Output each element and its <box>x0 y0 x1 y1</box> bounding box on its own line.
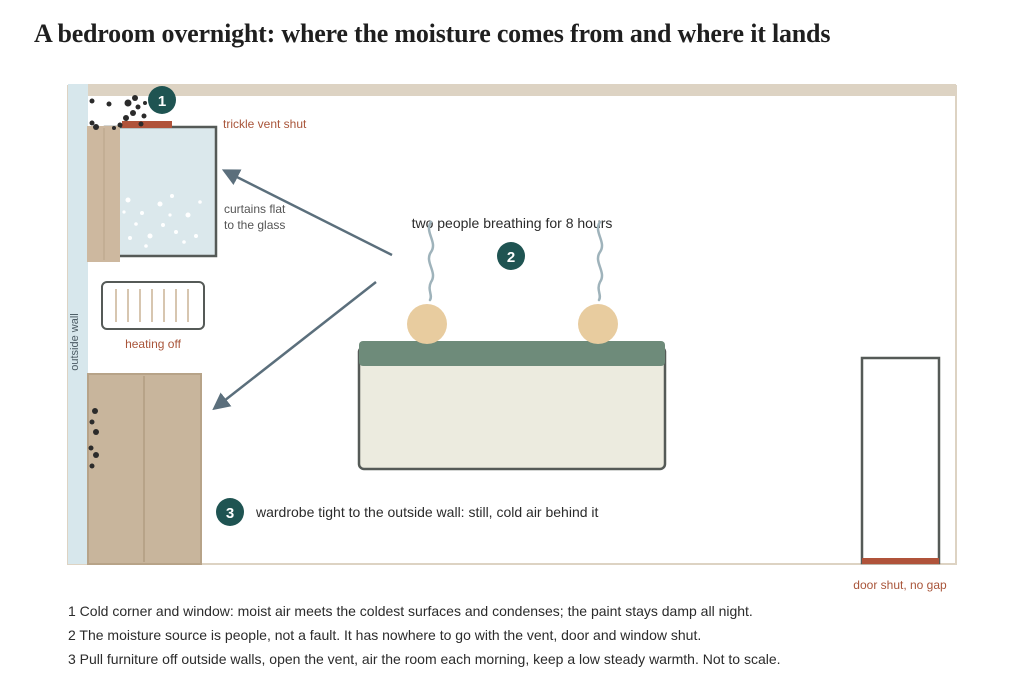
footnotes: 1 Cold corner and window: moist air meet… <box>68 599 781 671</box>
breath-wave-left <box>427 220 435 302</box>
trickle-vent <box>122 121 172 128</box>
outside-wall-label: outside wall <box>69 313 81 370</box>
curtains-label-line1: curtains flat <box>224 202 286 216</box>
breath-wave-right <box>596 220 604 302</box>
outside-wall <box>68 84 88 564</box>
bed-headboard <box>359 341 665 366</box>
moisture-arrow-to-window <box>221 169 393 257</box>
marker-2: 2 <box>497 242 525 270</box>
page-title: A bedroom overnight: where the moisture … <box>34 19 831 48</box>
svg-text:2: 2 <box>507 249 515 266</box>
sleeper-head-left <box>407 304 447 344</box>
mould-spots-wardrobe <box>88 408 99 469</box>
marker-3: 3 <box>216 498 244 526</box>
marker-1: 1 <box>148 86 176 114</box>
trickle-vent-label: trickle vent shut <box>223 117 307 131</box>
condensation-droplets <box>122 194 202 248</box>
svg-text:1: 1 <box>158 93 166 110</box>
footnote-2: 2 The moisture source is people, not a f… <box>68 627 702 643</box>
wardrobe-label: wardrobe tight to the outside wall: stil… <box>255 504 599 520</box>
door-label: door shut, no gap <box>853 578 947 592</box>
sleeper-head-right <box>578 304 618 344</box>
door-no-gap-seal <box>862 558 939 564</box>
breathing-label: two people breathing for 8 hours <box>412 215 613 231</box>
door <box>860 356 941 565</box>
svg-text:3: 3 <box>226 505 234 522</box>
footnote-1: 1 Cold corner and window: moist air meet… <box>68 603 753 619</box>
heating-label: heating off <box>125 337 181 351</box>
footnote-3: 3 Pull furniture off outside walls, open… <box>68 651 781 667</box>
moisture-arrow-to-wardrobe <box>212 281 377 411</box>
ceiling-band <box>68 84 956 96</box>
radiator-fins <box>115 289 189 322</box>
curtains-label-line2: to the glass <box>224 218 285 232</box>
window <box>103 125 218 258</box>
mould-spots-corner <box>89 95 147 130</box>
